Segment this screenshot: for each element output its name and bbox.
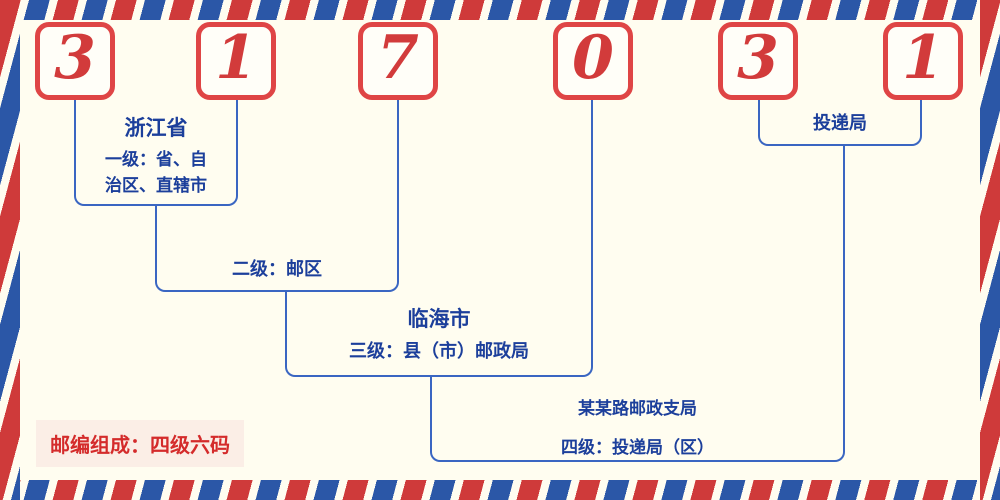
digit-2: 1	[215, 23, 257, 93]
digit-box-4: 0	[553, 22, 633, 100]
airmail-border-top	[0, 0, 1000, 20]
level1-desc-line1: 一级：省、自	[105, 150, 207, 170]
digit-6: 1	[902, 23, 944, 93]
digit-box-6: 1	[883, 22, 963, 100]
digit-3: 7	[377, 23, 419, 93]
footer-note: 邮编组成：四级六码	[36, 420, 244, 467]
digit-4: 0	[572, 23, 614, 93]
level4-label: 某某路邮政支局 四级：投递局（区）	[432, 396, 843, 462]
level4-desc: 四级：投递局（区）	[561, 438, 714, 459]
level3-city: 临海市	[407, 307, 471, 331]
level2-desc: 二级：邮区	[232, 259, 322, 280]
level3-connector-left	[285, 292, 439, 377]
level1-desc-line2: 治区、直辖市	[105, 176, 207, 197]
digit-1: 3	[54, 23, 96, 93]
level2-connector-right	[277, 100, 399, 292]
level3-desc: 三级：县（市）邮政局	[349, 341, 529, 362]
airmail-border-bottom	[0, 480, 1000, 500]
level1-province: 浙江省	[124, 116, 188, 140]
level2-label: 二级：邮区	[157, 256, 397, 284]
delivery-bracket-line	[758, 100, 922, 146]
digit-box-2: 1	[196, 22, 276, 100]
digit-box-1: 3	[35, 22, 115, 100]
level1-label: 浙江省 一级：省、自 治区、直辖市	[74, 112, 238, 200]
level4-connector-right	[637, 146, 845, 462]
airmail-border-right	[980, 0, 1000, 500]
digit-box-3: 7	[358, 22, 438, 100]
level3-connector-right	[439, 100, 593, 377]
level3-label: 临海市 三级：县（市）邮政局	[287, 303, 591, 366]
digit-box-5: 3	[718, 22, 798, 100]
delivery-label: 投递局	[758, 110, 922, 138]
level4-branch: 某某路邮政支局	[578, 399, 697, 419]
level1-bracket-line	[74, 100, 238, 206]
level2-connector-left	[155, 206, 277, 292]
level4-connector-left	[430, 377, 637, 462]
delivery-office: 投递局	[813, 113, 867, 134]
airmail-border-left	[0, 0, 20, 500]
digit-5: 3	[737, 23, 779, 93]
